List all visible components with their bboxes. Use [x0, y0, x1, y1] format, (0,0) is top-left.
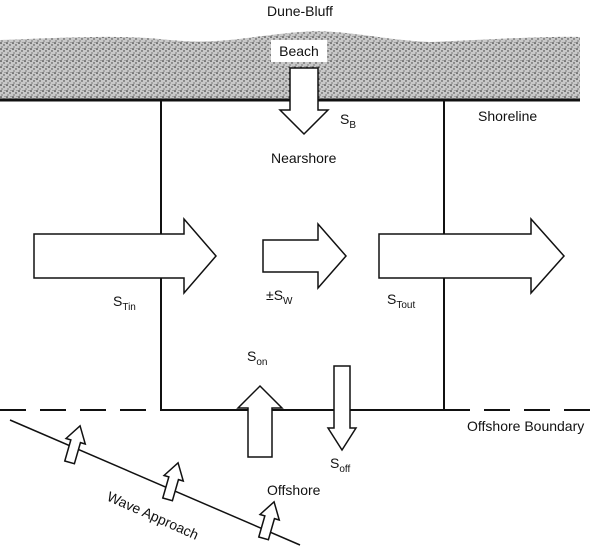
wave-arrow-3 — [254, 499, 284, 541]
offshore-flux-arrow — [328, 366, 356, 450]
flux-label-s-tin: STin — [113, 293, 136, 313]
flux-label-s-off: Soff — [330, 455, 351, 475]
longshore-net-arrow — [263, 224, 346, 288]
flux-label-s-tout: STout — [387, 291, 415, 311]
onshore-flux-arrow — [238, 386, 282, 457]
flux-label-s-w: ±SW — [266, 287, 293, 307]
offshore-boundary-label: Offshore Boundary — [467, 418, 584, 434]
flux-label-s-b: SB — [340, 111, 356, 131]
beach-label: Beach — [279, 43, 319, 59]
nearshore-label: Nearshore — [271, 150, 337, 166]
offshore-label: Offshore — [267, 482, 321, 498]
dune-bluff-label: Dune-Bluff — [267, 3, 333, 19]
longshore-out-arrow — [379, 219, 564, 293]
wave-arrow-2 — [158, 460, 188, 502]
shoreline-label: Shoreline — [478, 108, 537, 124]
flux-label-s-on: Son — [247, 348, 267, 368]
longshore-in-arrow — [34, 219, 216, 293]
